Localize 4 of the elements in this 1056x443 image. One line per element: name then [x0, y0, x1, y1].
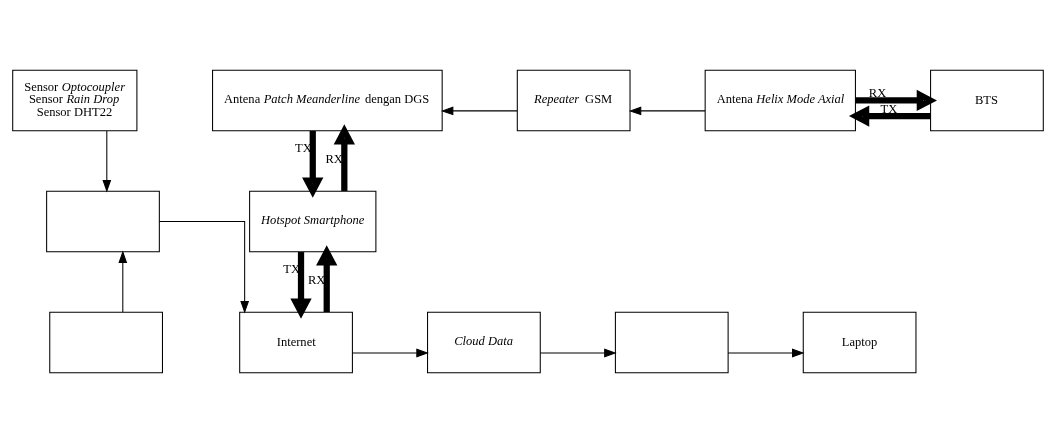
edge-label: TX — [295, 141, 312, 156]
edge-label: TX — [880, 101, 898, 116]
edge-label: RX — [868, 85, 887, 100]
edge-label: RX — [307, 272, 326, 287]
